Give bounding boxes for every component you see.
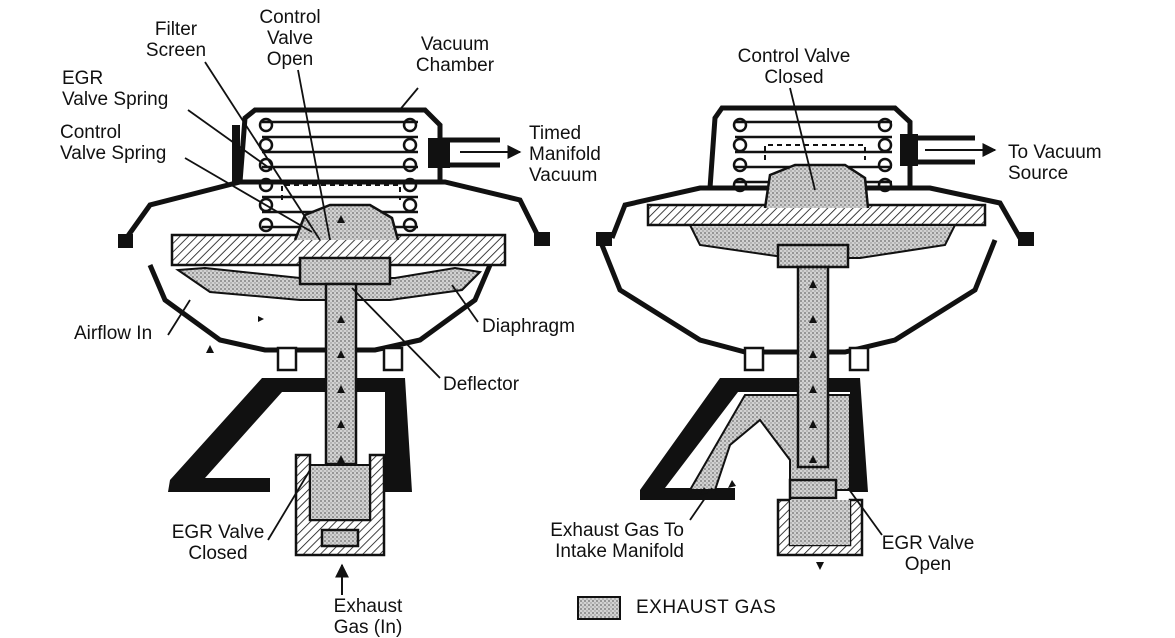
right-egr-valve-poppet <box>788 478 838 500</box>
label-egr-valve-closed: EGR Valve Closed <box>171 522 265 564</box>
label-filter-screen: Filter Screen <box>145 19 207 61</box>
label-control-valve-open: Control Valve Open <box>259 7 321 70</box>
left-lower-housing <box>147 264 493 353</box>
label-egr-valve-spring: EGR Valve Spring <box>62 68 169 110</box>
label-timed-manifold-vacuum: Timed Manifold Vacuum <box>529 123 601 186</box>
label-exhaust-gas-in: Exhaust Gas (In) <box>333 596 403 638</box>
right-egr-valve <box>596 87 1034 570</box>
label-diaphragm: Diaphragm <box>482 316 575 337</box>
left-egr-valve-poppet <box>320 528 360 548</box>
right-diaphragm <box>688 224 957 259</box>
right-vacuum-chamber <box>707 105 913 189</box>
label-control-valve-spring: Control Valve Spring <box>60 122 167 164</box>
label-vacuum-chamber: Vacuum Chamber <box>415 34 495 76</box>
label-to-vacuum-source: To Vacuum Source <box>1008 142 1102 184</box>
left-valve-stem <box>324 282 358 466</box>
label-exhaust-gas-to-intake: Exhaust Gas To Intake Manifold <box>550 520 684 562</box>
left-control-valve-dome <box>293 203 400 241</box>
right-valve-stem <box>796 265 830 469</box>
right-control-valve-dome <box>763 163 870 209</box>
left-vacuum-chamber <box>237 107 443 183</box>
left-deflector <box>298 256 392 286</box>
label-control-valve-closed: Control Valve Closed <box>737 46 851 88</box>
label-airflow-in: Airflow In <box>74 323 153 344</box>
legend-swatch <box>577 596 621 620</box>
label-egr-valve-open: EGR Valve Open <box>881 533 975 575</box>
left-filter-screen <box>281 184 401 200</box>
label-deflector: Deflector <box>443 374 520 395</box>
left-valve-base <box>168 378 412 492</box>
legend-label: EXHAUST GAS <box>636 597 777 618</box>
left-egr-valve <box>118 61 550 595</box>
right-valve-base <box>640 378 868 500</box>
